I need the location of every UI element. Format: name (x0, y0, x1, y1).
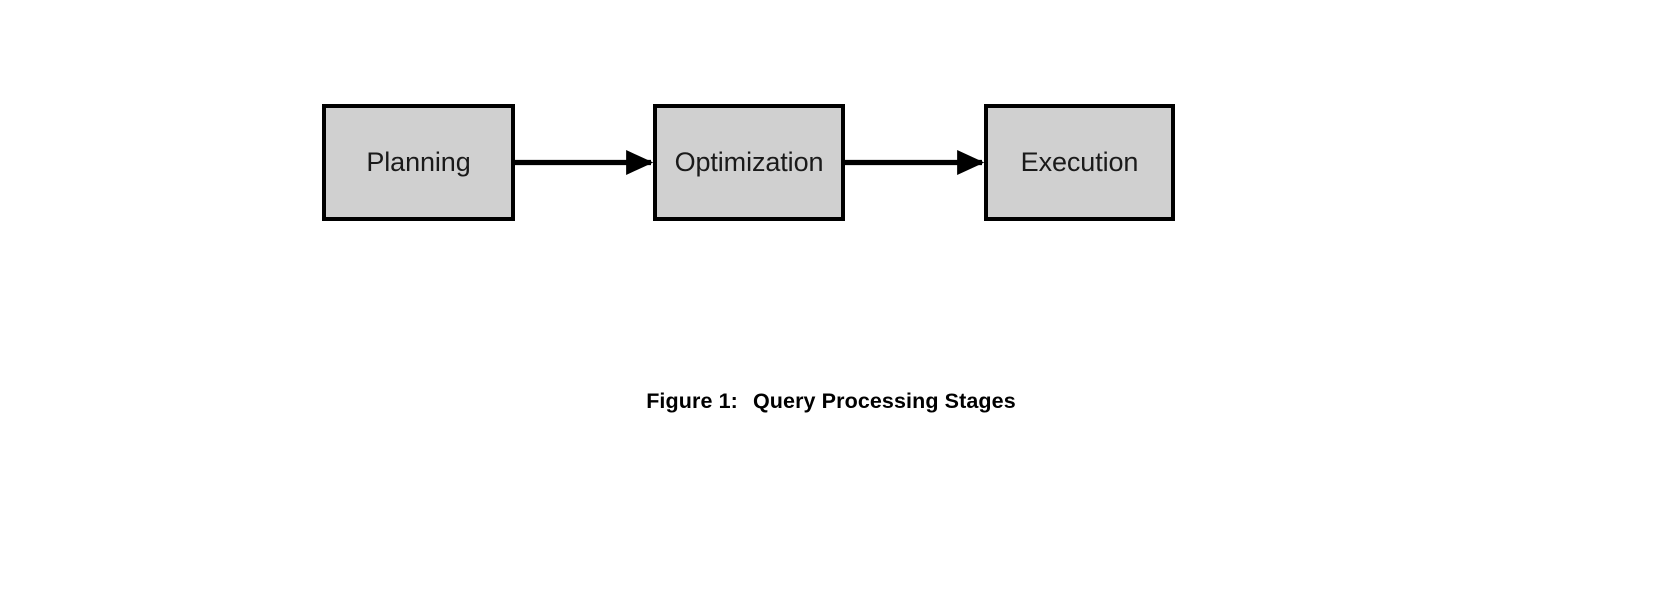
stage-node-label: Planning (366, 147, 471, 177)
stage-node-execution[interactable]: Execution (984, 104, 1175, 221)
figure-caption-label: Figure 1: (646, 389, 738, 413)
figure-caption: Figure 1: Query Processing Stages (0, 389, 1662, 414)
stage-node-label: Execution (1020, 147, 1139, 177)
stage-node-label: Optimization (674, 147, 824, 177)
figure-caption-title: Query Processing Stages (752, 389, 1016, 413)
stage-node-planning[interactable]: Planning (322, 104, 515, 221)
stage-node-optimization[interactable]: Optimization (653, 104, 845, 221)
